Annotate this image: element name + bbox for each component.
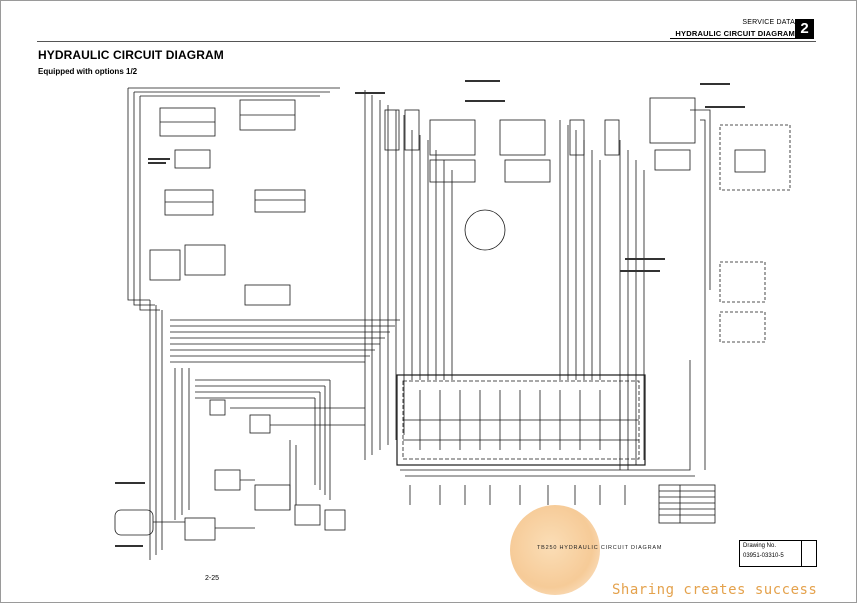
valve-tick-marks	[409, 485, 626, 505]
page-title: HYDRAULIC CIRCUIT DIAGRAM	[38, 48, 224, 62]
title-block-table	[658, 484, 716, 524]
control-valve-bank	[396, 360, 695, 477]
title-block-caption: TB250 HYDRAULIC CIRCUIT DIAGRAM	[537, 545, 663, 551]
component-annotations	[115, 80, 745, 547]
watermark-slogan: Sharing creates success	[612, 582, 818, 598]
pilot-line-fan	[195, 379, 331, 500]
drawing-number-box: Drawing No. 03951-03310-5	[739, 540, 817, 567]
selector-valves	[149, 99, 306, 306]
slew-motor-group	[649, 97, 791, 470]
page-subtitle: Equipped with options 1/2	[38, 67, 138, 76]
drawing-box-divider	[801, 541, 802, 566]
watermark-logo-circle	[510, 505, 600, 595]
header-rule	[670, 38, 814, 39]
left-pilot-lines	[127, 87, 400, 560]
section-number-badge: 2	[795, 19, 814, 38]
tank-and-filters	[114, 399, 365, 541]
header-section-label: SERVICE DATA	[742, 19, 795, 26]
header-section-title: HYDRAULIC CIRCUIT DIAGRAM	[675, 29, 795, 38]
page-number: 2-25	[205, 575, 220, 582]
drawing-number-label: Drawing No.	[743, 543, 777, 549]
top-rule	[37, 41, 816, 42]
cylinders	[384, 109, 620, 251]
trunk-lines	[364, 90, 645, 470]
drawing-number-value: 03951-03310-5	[743, 553, 784, 559]
